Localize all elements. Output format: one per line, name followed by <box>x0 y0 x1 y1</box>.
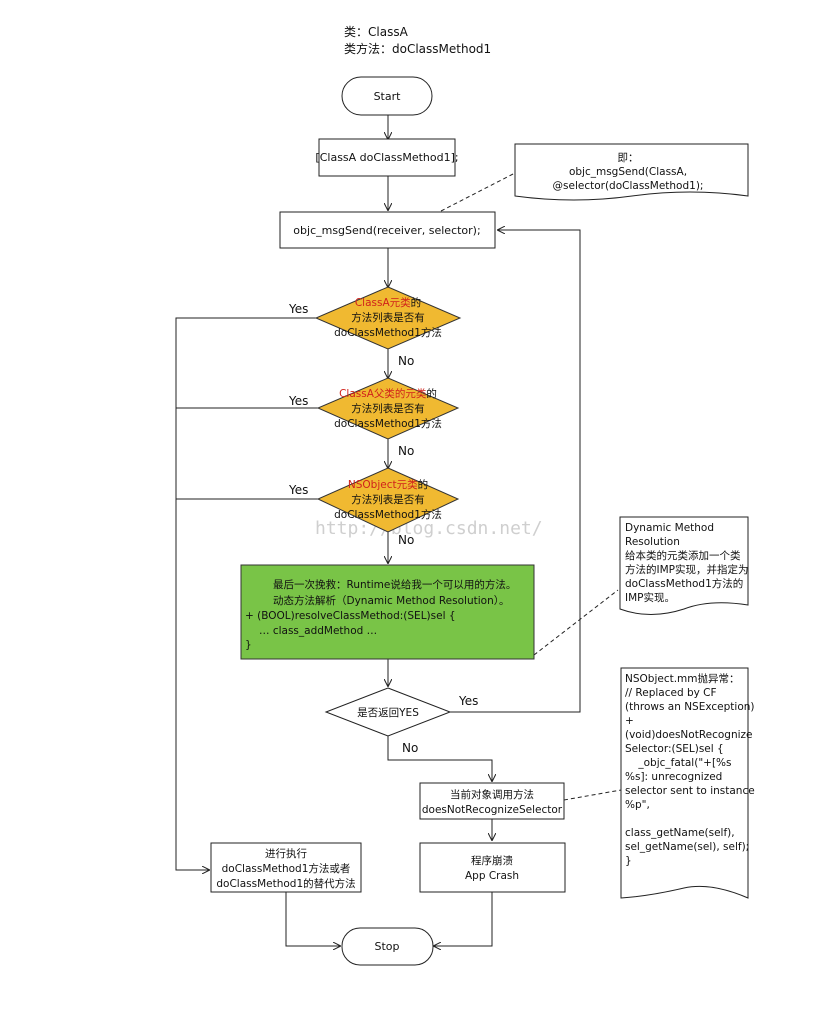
note3-line-4: + <box>625 715 634 727</box>
resolution-line-4: … class_addMethod … <box>259 625 377 637</box>
decision3-line2: 方法列表是否有 <box>351 493 425 506</box>
does-not-recognize-box: 当前对象调用方法 doesNotRecognizeSelector <box>419 782 565 820</box>
execute-box: 进行执行 doClassMethod1方法或者 doClassMethod1的替… <box>210 842 362 893</box>
svg-text:ClassA元类的: ClassA元类的 <box>355 296 421 309</box>
decision1-red: ClassA元类 <box>355 296 411 309</box>
note-msgsend: 即： objc_msgSend(ClassA, @selector(doClas… <box>514 143 749 201</box>
note2-line-2: Resolution <box>625 536 680 548</box>
app-crash-box: 程序崩溃 App Crash <box>419 842 566 893</box>
crash-line-1: 程序崩溃 <box>471 854 513 867</box>
decision2-line3: doClassMethod1方法 <box>334 417 442 430</box>
decision2-red: ClassA父类的元类 <box>339 387 427 400</box>
yes-label-1: Yes <box>288 302 308 316</box>
call-label: [ClassA doClassMethod1]; <box>315 151 458 164</box>
resolution-line-3: + (BOOL)resolveClassMethod:(SEL)sel { <box>245 610 456 622</box>
note3-line-6: Selector:(SEL)sel { <box>625 743 724 755</box>
no-label-1: No <box>398 354 414 368</box>
note2-line-5: doClassMethod1方法的 <box>625 577 743 590</box>
watermark: http://blog.csdn.net/ <box>315 518 543 539</box>
decision1-line2: 方法列表是否有 <box>351 311 425 324</box>
start-node: Start <box>341 76 433 116</box>
yes-label-4: Yes <box>458 694 478 708</box>
dynamic-resolution-box: 最后一次挽救：Runtime说给我一个可以用的方法。 动态方法解析（Dynami… <box>240 564 535 660</box>
header-class-line: 类：ClassA <box>344 25 409 39</box>
no-label-3: No <box>398 533 414 547</box>
note2-line-4: 方法的IMP实现，并指定为 <box>625 563 749 576</box>
decision3-rest: 的 <box>418 478 429 491</box>
svg-text:ClassA父类的元类的: ClassA父类的元类的 <box>339 387 437 400</box>
note3-line-1: NSObject.mm抛异常： <box>625 672 740 685</box>
decision-superclass-metaclass: ClassA父类的元类的 方法列表是否有 doClassMethod1方法 <box>316 377 460 440</box>
note3-line-8: %s]: unrecognized <box>625 771 722 783</box>
decision3-red: NSObject元类 <box>348 478 418 491</box>
decision2-rest: 的 <box>426 387 437 400</box>
decision-returns-yes: 是否返回YES <box>324 687 452 737</box>
note2-line-6: IMP实现。 <box>625 591 675 604</box>
header-method-line: 类方法：doClassMethod1 <box>344 41 491 56</box>
note1-line-3: @selector(doClassMethod1); <box>553 180 704 192</box>
note3-line-7: _objc_fatal("+[%s <box>625 757 732 769</box>
svg-text:NSObject元类的: NSObject元类的 <box>348 478 428 491</box>
resolution-line-5: } <box>245 639 252 651</box>
note1-line-1: 即： <box>618 152 639 164</box>
no-label-4: No <box>402 741 418 755</box>
note-exception: NSObject.mm抛异常： // Replaced by CF (throw… <box>620 667 755 899</box>
decision4-label: 是否返回YES <box>357 707 419 719</box>
note1-line-2: objc_msgSend(ClassA, <box>569 166 687 178</box>
yes-label-2: Yes <box>288 394 308 408</box>
stop-label: Stop <box>374 940 399 953</box>
resolution-line-1: 最后一次挽救：Runtime说给我一个可以用的方法。 <box>273 578 516 591</box>
execute-line-1: 进行执行 <box>265 847 307 860</box>
no-label-2: No <box>398 444 414 458</box>
resolution-line-2: 动态方法解析（Dynamic Method Resolution）。 <box>273 594 509 607</box>
note3-line-5: (void)doesNotRecognize <box>625 729 753 741</box>
note3-line-14: } <box>625 855 632 867</box>
note3-line-12: class_getName(self), <box>625 827 735 839</box>
decision-nsobject-metaclass: NSObject元类的 方法列表是否有 doClassMethod1方法 <box>316 467 460 533</box>
yes-label-3: Yes <box>288 483 308 497</box>
note2-line-3: 给本类的元类添加一个类 <box>625 549 741 562</box>
note3-line-13: sel_getName(sel), self); <box>625 841 749 853</box>
decision2-line2: 方法列表是否有 <box>351 402 425 415</box>
msgsend-box: objc_msgSend(receiver, selector); <box>279 211 496 249</box>
decision3-line3: doClassMethod1方法 <box>334 508 442 521</box>
note3-line-9: selector sent to instance <box>625 785 755 797</box>
decision1-line3: doClassMethod1方法 <box>334 326 442 339</box>
connectors <box>175 115 622 946</box>
start-label: Start <box>374 90 402 103</box>
note3-line-3: (throws an NSException) <box>625 701 755 713</box>
not-recognize-line-1: 当前对象调用方法 <box>450 788 534 801</box>
note3-line-2: // Replaced by CF <box>625 687 717 699</box>
stop-node: Stop <box>341 927 434 966</box>
decision-classa-metaclass: ClassA元类的 方法列表是否有 doClassMethod1方法 <box>314 286 462 350</box>
call-box: [ClassA doClassMethod1]; <box>315 138 459 177</box>
note2-line-1: Dynamic Method <box>625 522 714 534</box>
decision1-rest: 的 <box>411 296 422 309</box>
execute-line-3: doClassMethod1的替代方法 <box>216 877 355 890</box>
execute-line-2: doClassMethod1方法或者 <box>222 862 351 875</box>
note3-line-10: %p", <box>625 799 650 811</box>
note-dynamic-resolution: Dynamic Method Resolution 给本类的元类添加一个类 方法… <box>619 516 749 615</box>
crash-line-2: App Crash <box>465 870 519 882</box>
not-recognize-line-2: doesNotRecognizeSelector <box>422 804 563 816</box>
msgsend-label: objc_msgSend(receiver, selector); <box>293 224 480 237</box>
